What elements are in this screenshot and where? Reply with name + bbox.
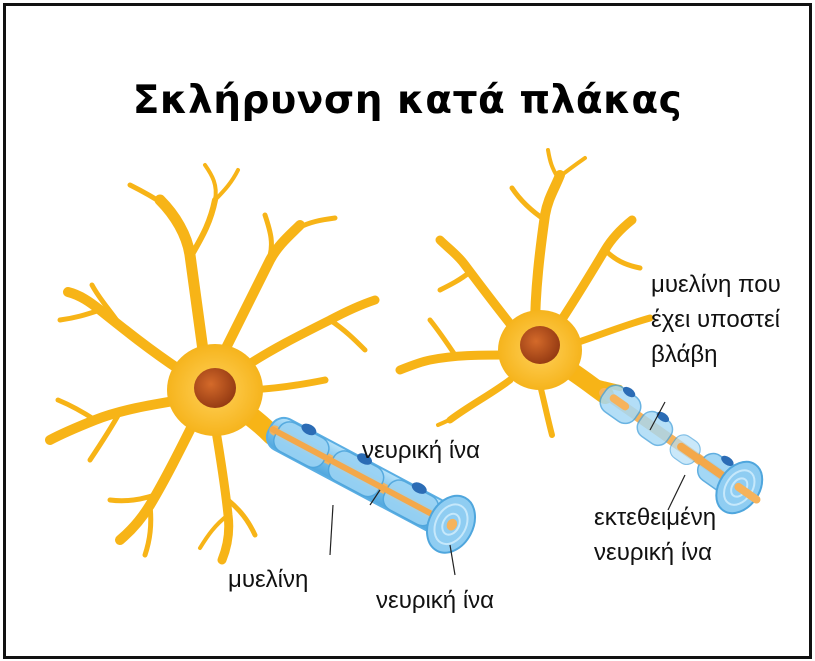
damaged-axon xyxy=(584,367,776,525)
damaged-nucleus xyxy=(520,326,560,364)
label-exposed-fiber-1: εκτεθειμένη xyxy=(594,504,716,533)
label-damaged-myelin-1: μυελίνη που xyxy=(651,271,781,300)
healthy-nucleus xyxy=(194,368,236,408)
label-nerve-fiber-bottom: νευρική ίνα xyxy=(376,587,494,616)
leader-line xyxy=(330,505,333,555)
label-damaged-myelin-3: βλάβη xyxy=(651,341,717,370)
healthy-axon xyxy=(256,402,485,562)
label-myelin: μυελίνη xyxy=(228,566,308,595)
label-damaged-myelin-2: έχει υποστεί xyxy=(651,306,780,335)
label-nerve-fiber-top: νευρική ίνα xyxy=(362,437,480,466)
label-exposed-fiber-2: νευρική ίνα xyxy=(594,539,712,568)
